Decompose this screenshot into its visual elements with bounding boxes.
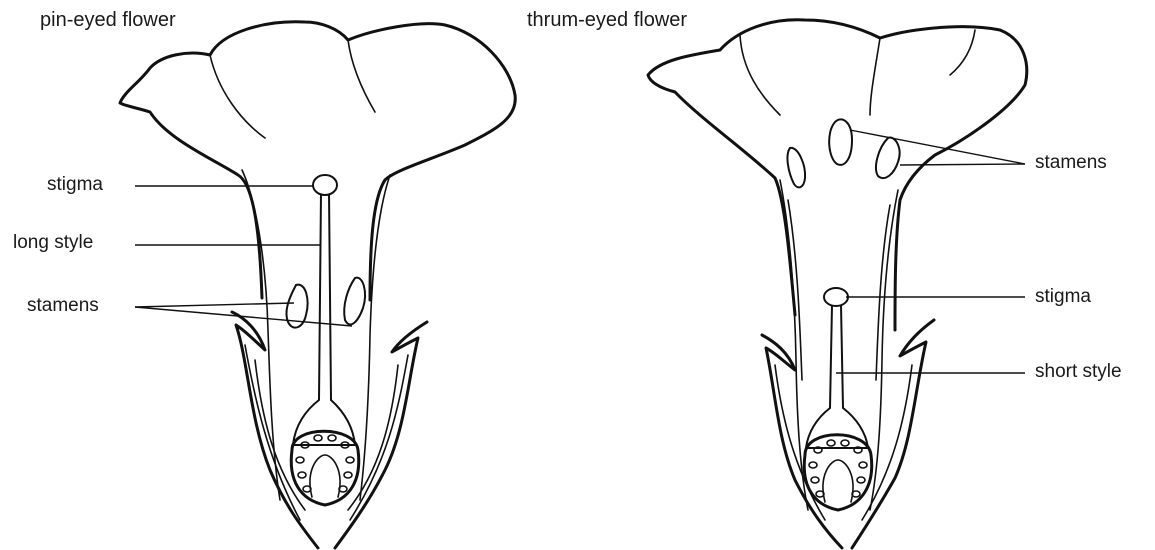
thrum-stigma xyxy=(824,288,848,306)
pin-stamens-leader-1 xyxy=(135,303,294,307)
pin-petal-fold-2 xyxy=(348,40,375,112)
thrum-eyed-flower xyxy=(648,20,1027,548)
thrum-petal-fold-2 xyxy=(870,38,880,115)
pin-stamen-right xyxy=(344,278,365,325)
thrum-stamen-center xyxy=(829,119,852,165)
thrum-placenta xyxy=(823,460,853,502)
pin-eyed-flower xyxy=(120,22,515,548)
pin-calyx-vein-mid-right xyxy=(348,365,398,510)
thrum-corolla-outline xyxy=(648,20,1027,330)
thrum-tube-inner-right xyxy=(870,190,898,510)
thrum-tube-inner-right-2 xyxy=(876,205,890,380)
thrum-stamen-right xyxy=(876,138,900,178)
thrum-petal-fold-1 xyxy=(740,35,780,115)
pin-placenta xyxy=(310,455,340,497)
pin-petal-fold-1 xyxy=(210,55,265,138)
thrum-tube-inner-left-2 xyxy=(788,200,802,380)
thrum-stamen-left xyxy=(787,148,805,188)
pin-corolla-outline xyxy=(120,22,515,300)
pin-tube-inner-right xyxy=(360,175,390,500)
thrum-calyx-vein-right xyxy=(862,365,912,520)
pin-stigma xyxy=(313,175,337,195)
thrum-stamens-leader-2 xyxy=(900,164,1025,165)
thrum-short-style xyxy=(806,305,868,448)
thrum-petal-fold-3 xyxy=(950,30,975,75)
